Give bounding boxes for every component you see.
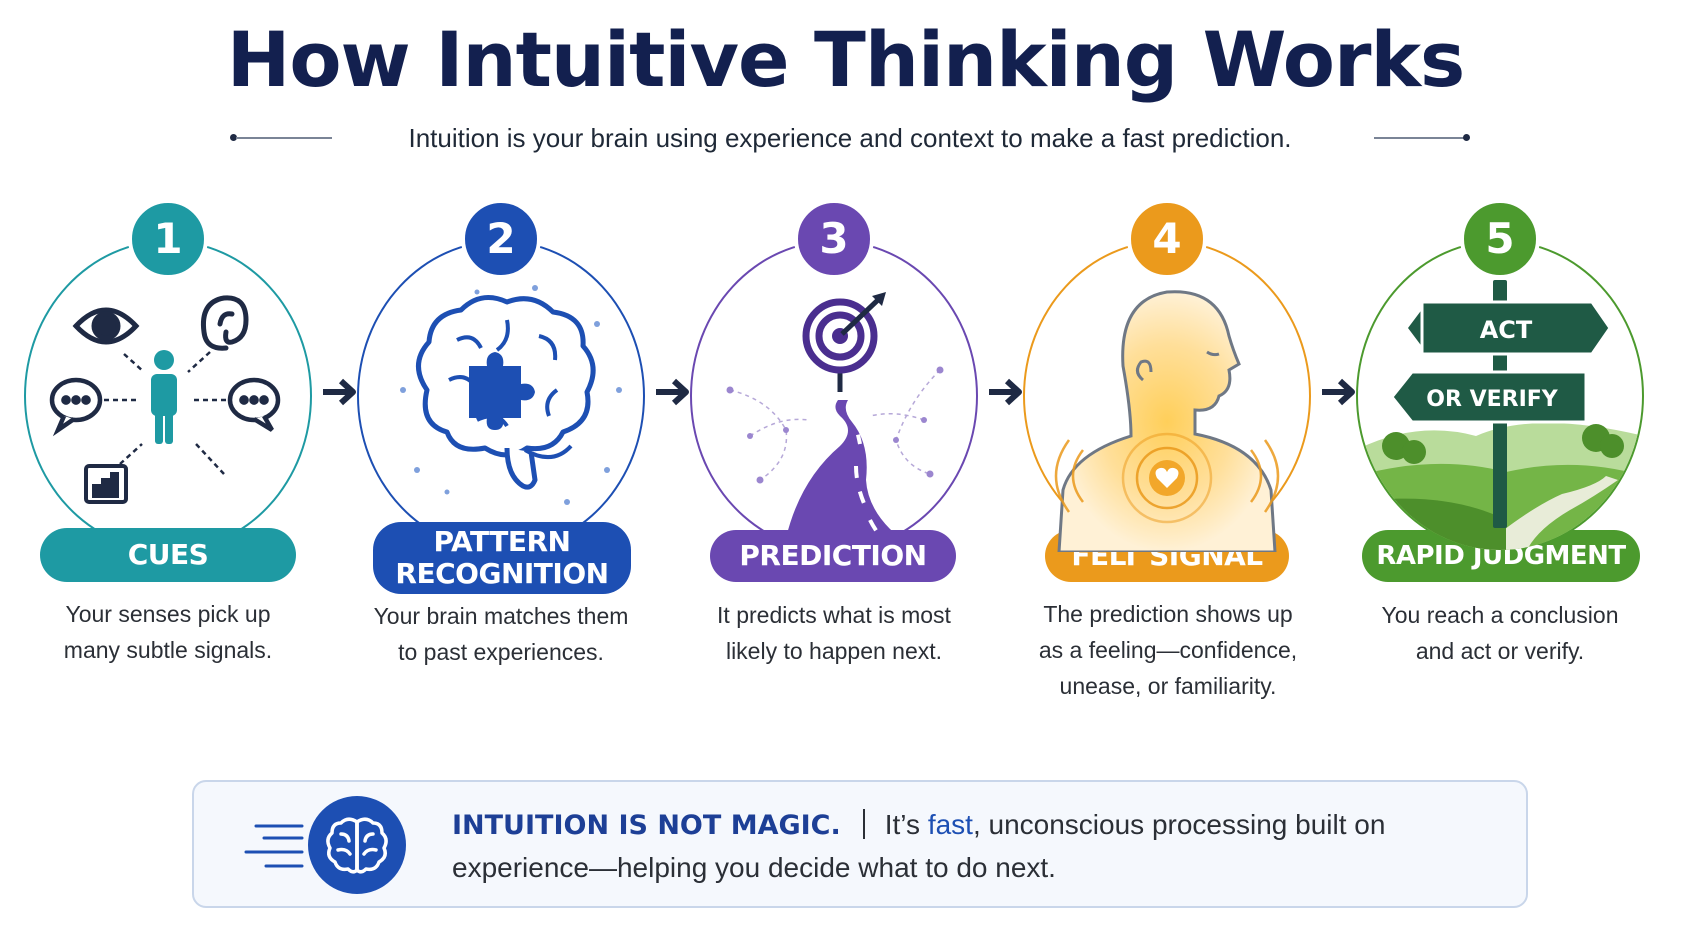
callout-text: INTUITION IS NOT MAGIC. It’s fast, uncons…: [452, 804, 1492, 889]
arrow-right-icon: [654, 377, 694, 407]
subtitle-dot-left: [230, 134, 237, 141]
step-number: 5: [1460, 199, 1540, 279]
bar-chart-icon: [84, 464, 128, 504]
step-description: You reach a conclusion and act or verify…: [1381, 602, 1619, 664]
page-title: How Intuitive Thinking Works: [226, 15, 1466, 104]
subtitle-dot-right: [1463, 134, 1470, 141]
callout-body-end: , unconscious processing built on experi…: [452, 809, 1386, 883]
signpost-act-label: ACT: [1480, 316, 1533, 344]
arrow-right-icon: [321, 377, 361, 407]
step-felt-signal: 4 FELT SIGNAL The prediction shows up as…: [1017, 199, 1317, 760]
callout-divider: [862, 809, 865, 839]
brain-icon: [326, 817, 388, 874]
step-description: It predicts what is most likely to happe…: [717, 602, 951, 664]
arrow-right-icon: [1320, 377, 1360, 407]
signpost-icon: ACT OR VERIFY: [1390, 280, 1612, 528]
step-number: 1: [128, 199, 208, 279]
speech-bubble-icon: [49, 377, 103, 437]
step-description: Your brain matches them to past experien…: [373, 603, 629, 665]
rapid-judgment-illustration: ACT OR VERIFY: [1358, 280, 1642, 550]
step-number: 3: [794, 199, 874, 279]
puzzle-piece-icon: [469, 352, 535, 430]
target-icon: [802, 292, 886, 392]
speech-bubble-icon: [227, 377, 281, 432]
arrow-right-icon: [987, 377, 1027, 407]
ear-icon: [200, 295, 249, 351]
signpost-verify-label: OR VERIFY: [1426, 387, 1559, 412]
step-number: 2: [461, 199, 541, 279]
pattern-illustration: [400, 285, 622, 505]
head-silhouette-icon: [1057, 290, 1277, 552]
brain-badge: [308, 796, 406, 894]
step-cues: 1: [18, 199, 318, 760]
step-label: PATTERN RECOGNITION: [373, 522, 631, 594]
step-rapid-judgment: 5 ACT OR VERIFY RAPID JUDGMENT You reach…: [1350, 199, 1650, 760]
step-description: The prediction shows up as a feeling—con…: [1038, 601, 1298, 699]
person-icon: [151, 350, 177, 444]
callout-highlight: fast: [927, 809, 973, 840]
speed-lines-icon: [244, 824, 304, 868]
step-number: 4: [1127, 199, 1207, 279]
prediction-illustration: [726, 292, 944, 538]
step-label: PREDICTION: [710, 530, 956, 582]
subtitle-line-left: [236, 137, 332, 139]
heart-icon: [1155, 467, 1179, 488]
cues-illustration: [49, 295, 281, 504]
step-description: Your senses pick up many subtle signals.: [63, 601, 273, 663]
subtitle-bar: Intuition is your brain using experience…: [230, 118, 1470, 158]
road-icon: [786, 400, 900, 538]
step-label: CUES: [40, 528, 296, 582]
subtitle: Intuition is your brain using experience…: [408, 123, 1292, 153]
step-prediction: 3 PREDICTION It predicts what is most li…: [684, 199, 984, 760]
felt-signal-illustration: [1054, 290, 1280, 552]
eye-icon: [72, 307, 140, 345]
subtitle-line-right: [1374, 137, 1464, 139]
callout-body-start: It’s: [884, 809, 928, 840]
step-pattern-recognition: 2 PATTERN RECOGNITION Your brain matches…: [351, 199, 651, 760]
callout-heading: INTUITION IS NOT MAGIC.: [452, 810, 841, 841]
summary-callout: INTUITION IS NOT MAGIC. It’s fast, uncons…: [192, 780, 1528, 908]
